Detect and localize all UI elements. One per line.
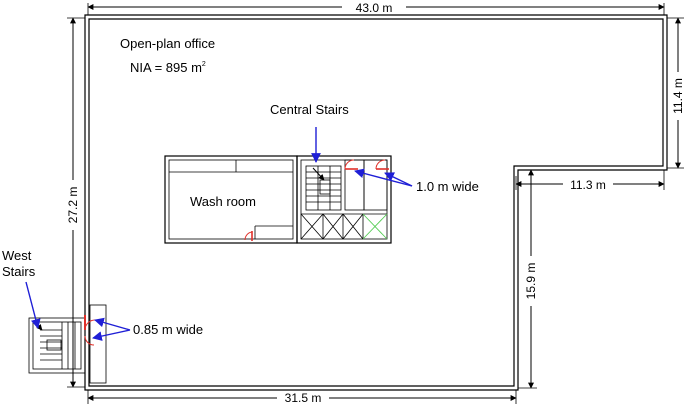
nia-label: NIA = 895 m2 [130, 60, 206, 75]
wash-room-label: Wash room [190, 194, 256, 209]
west-stairs-label-line2: Stairs [2, 264, 36, 279]
dim-right-lower-height: 15.9 m [524, 263, 538, 300]
dim-bottom-width: 31.5 m [285, 391, 322, 405]
dim-step-width: 11.3 m [570, 178, 606, 192]
annotation-arrows [25, 127, 413, 341]
nia-text: NIA = 895 m [130, 60, 202, 75]
door-width-central-label: 1.0 m wide [416, 179, 479, 194]
building-outline [84, 14, 668, 391]
west-stairs-label-line1: West [2, 248, 32, 263]
dim-left-height: 27.2 m [66, 187, 80, 224]
central-core-block [296, 155, 392, 244]
nia-unit-sup: 2 [202, 61, 206, 68]
dim-top-width: 43.0 m [356, 1, 393, 15]
dim-right-upper-height: 11.4 m [671, 78, 685, 114]
west-stairs-block [28, 304, 107, 384]
office-title: Open-plan office [120, 36, 215, 51]
central-stairs-label: Central Stairs [270, 102, 349, 117]
door-width-west-label: 0.85 m wide [133, 322, 203, 337]
